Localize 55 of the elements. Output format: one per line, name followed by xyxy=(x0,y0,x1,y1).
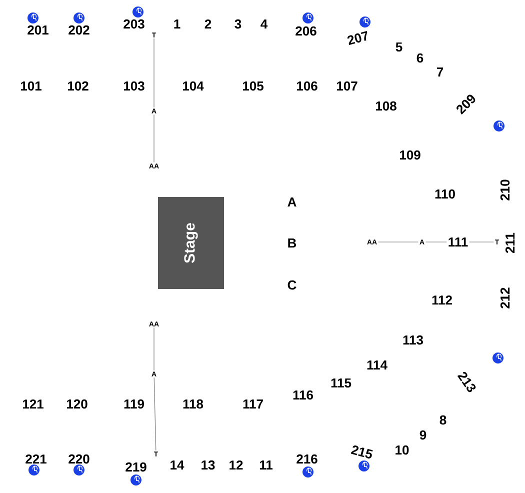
section-number: 106 xyxy=(296,81,318,91)
row-range-line xyxy=(154,377,156,451)
section-number: 212 xyxy=(500,288,510,308)
section-number: 113 xyxy=(403,335,424,345)
section-number: 10 xyxy=(396,445,409,455)
section-number: 8 xyxy=(440,415,446,425)
section-number: 12 xyxy=(230,460,243,470)
section-number: 3 xyxy=(234,19,242,29)
section-number: 6 xyxy=(416,53,424,63)
section-number: 120 xyxy=(66,399,88,409)
section-number: 216 xyxy=(296,454,318,464)
section-number: B xyxy=(288,238,296,248)
section-number: 207 xyxy=(347,31,368,45)
section-number: 7 xyxy=(436,68,444,76)
section-number: 211 xyxy=(505,232,515,254)
section-number: 104 xyxy=(182,81,204,91)
section-number: 109 xyxy=(400,150,420,160)
section-number: 112 xyxy=(432,295,452,305)
section-number: 103 xyxy=(124,81,144,91)
section-number: 203 xyxy=(124,19,144,29)
section-number: 221 xyxy=(26,454,46,464)
section-number: 107 xyxy=(336,81,358,91)
section-number: 220 xyxy=(68,454,90,464)
section-number: 118 xyxy=(183,399,204,409)
stage-box: Stage xyxy=(158,197,224,289)
section-number: 202 xyxy=(68,25,90,35)
section-number: 1 xyxy=(174,20,180,28)
section-number: 9 xyxy=(420,430,426,440)
section-number: A xyxy=(288,198,296,206)
section-number: 215 xyxy=(350,446,373,458)
section-number: 101 xyxy=(20,81,42,91)
section-number: 2 xyxy=(204,19,212,29)
section-number: 4 xyxy=(260,20,268,28)
section-number: 111 xyxy=(448,238,468,246)
section-number: 114 xyxy=(367,360,388,370)
section-number: 14 xyxy=(170,460,184,470)
section-number: 110 xyxy=(435,189,455,199)
section-number: 213 xyxy=(457,372,476,392)
section-number: 102 xyxy=(68,81,88,91)
section-number: 119 xyxy=(124,399,144,409)
section-number: 5 xyxy=(396,42,402,52)
section-number: 201 xyxy=(28,25,48,35)
section-number: 11 xyxy=(260,460,273,470)
section-number: 115 xyxy=(331,378,352,388)
section-number: 108 xyxy=(376,101,396,111)
section-number: 219 xyxy=(126,462,146,472)
section-number: C xyxy=(288,280,296,290)
section-number: 210 xyxy=(500,180,510,200)
section-number: 13 xyxy=(202,460,215,470)
section-number: 209 xyxy=(456,94,476,114)
section-number: 121 xyxy=(22,399,44,409)
section-number: 116 xyxy=(293,390,314,400)
section-number: 117 xyxy=(243,400,263,408)
section-number: 206 xyxy=(296,26,316,36)
section-number: 105 xyxy=(242,81,264,91)
